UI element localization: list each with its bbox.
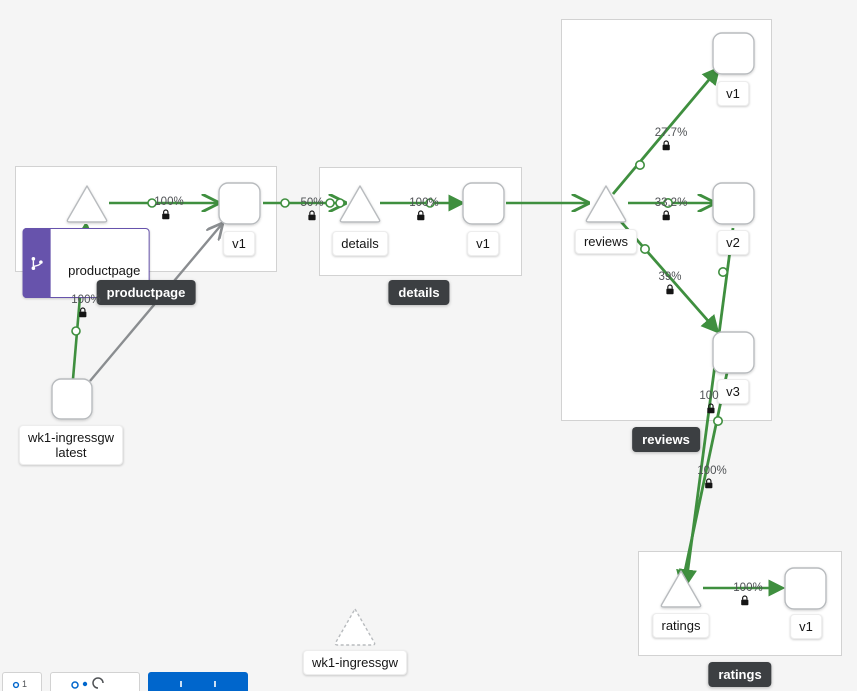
- node-label-text: productpage: [68, 263, 141, 278]
- node-label-text: wk1-ingressgw: [312, 655, 398, 670]
- edge-reviews-to-v2[interactable]: [628, 199, 714, 207]
- virtual-service-icon: [22, 228, 51, 298]
- node-label-text: v2: [726, 235, 740, 250]
- node-label-productpage-v1[interactable]: v1: [223, 231, 255, 256]
- node-label-details-v1[interactable]: v1: [467, 231, 499, 256]
- primary-action-icons: [180, 680, 216, 687]
- node-label-reviews-v3[interactable]: v3: [717, 379, 749, 404]
- legend-icon: 1: [12, 679, 27, 689]
- node-shape-reviews-v2[interactable]: [712, 182, 755, 225]
- node-label-details-service[interactable]: details: [332, 231, 388, 256]
- edge-productpage-to-v1[interactable]: [109, 199, 218, 207]
- node-label-reviews-v2[interactable]: v2: [717, 230, 749, 255]
- node-shape-details-service[interactable]: [339, 185, 381, 223]
- node-label-text: ratings: [661, 618, 701, 633]
- edge-reviews-to-v1[interactable]: [611, 66, 721, 195]
- group-chip-text: ratings: [718, 667, 762, 682]
- node-label-text: v1: [799, 619, 813, 634]
- legend-button[interactable]: 1: [2, 672, 42, 691]
- group-chip-details[interactable]: details: [388, 280, 450, 305]
- group-chip-reviews[interactable]: reviews: [632, 427, 700, 452]
- node-label-ingress-workload[interactable]: wk1-ingressgw latest: [19, 425, 123, 465]
- edge-productpage-v1-to-details[interactable]: [263, 199, 345, 207]
- node-label-reviews-v1[interactable]: v1: [717, 81, 749, 106]
- node-shape-reviews-v3[interactable]: [712, 331, 755, 374]
- group-chip-text: reviews: [642, 432, 690, 447]
- primary-action-button[interactable]: [148, 672, 248, 691]
- node-shape-productpage-service[interactable]: [66, 185, 108, 223]
- zoom-icons: [71, 677, 104, 689]
- node-label-text: v3: [726, 384, 740, 399]
- node-shape-details-v1[interactable]: [462, 182, 505, 225]
- group-chip-text: details: [398, 285, 440, 300]
- node-shape-reviews-service[interactable]: [585, 185, 627, 223]
- node-label-text: v1: [232, 236, 246, 251]
- edge-details-to-v1[interactable]: [380, 194, 466, 212]
- node-label-text: reviews: [583, 234, 629, 249]
- group-chip-productpage[interactable]: productpage: [96, 280, 196, 305]
- node-shape-ratings-service[interactable]: [660, 570, 702, 608]
- node-label-ingress-service[interactable]: wk1-ingressgw: [303, 650, 407, 675]
- node-label-reviews-service[interactable]: reviews: [574, 229, 638, 254]
- node-label-ratings-service[interactable]: ratings: [652, 613, 710, 638]
- node-shape-reviews-v1[interactable]: [712, 32, 755, 75]
- node-label-ratings-v1[interactable]: v1: [790, 614, 822, 639]
- node-label-text: wk1-ingressgw latest: [28, 430, 114, 460]
- node-shape-ingress-workload[interactable]: [51, 378, 93, 420]
- node-shape-ingress-service[interactable]: [334, 608, 376, 646]
- node-label-text: v1: [476, 236, 490, 251]
- node-shape-productpage-v1[interactable]: [218, 182, 261, 225]
- group-chip-ratings[interactable]: ratings: [708, 662, 772, 687]
- zoom-controls[interactable]: [50, 672, 140, 691]
- svg-text:1: 1: [22, 679, 27, 689]
- node-shape-ratings-v1[interactable]: [784, 567, 827, 610]
- bottom-toolbar[interactable]: 1: [0, 672, 248, 691]
- edge-reviews-v3-to-ratings[interactable]: [676, 367, 730, 589]
- node-label-text: v1: [726, 86, 740, 101]
- group-chip-text: productpage: [106, 285, 186, 300]
- node-label-text: details: [341, 236, 379, 251]
